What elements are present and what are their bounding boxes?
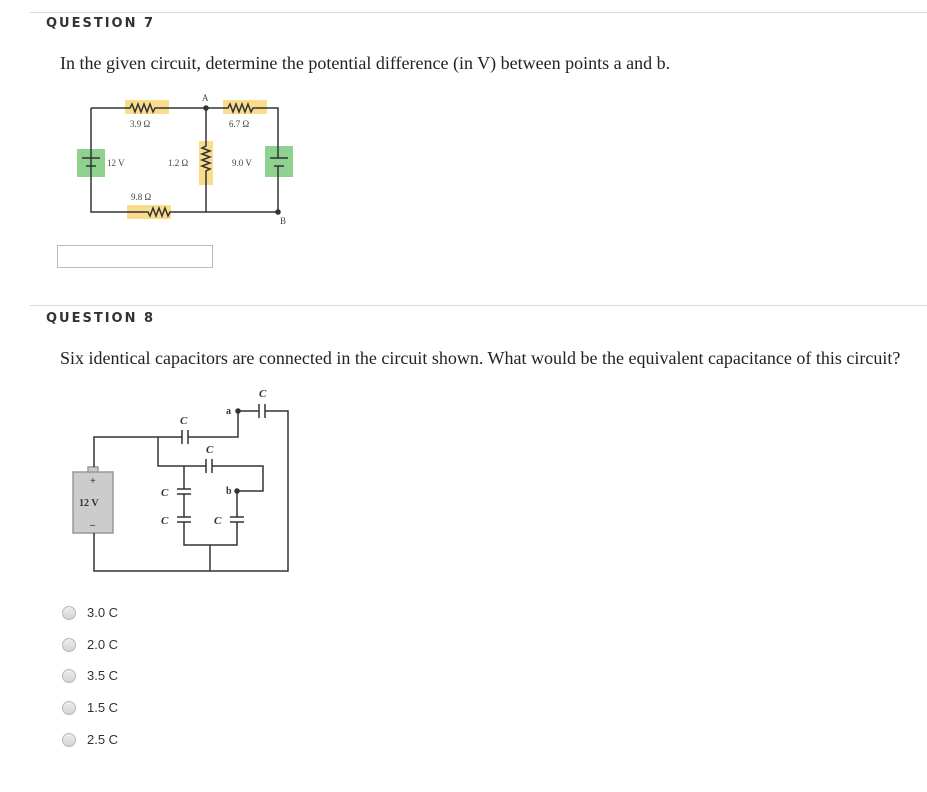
- capacitor-label: C: [161, 487, 169, 499]
- capacitor: [177, 516, 191, 523]
- option-label: 3.0 C: [87, 605, 119, 620]
- capacitor: [205, 459, 213, 473]
- resistor-label: 9.8 Ω: [131, 192, 152, 202]
- resistor-highlight: [199, 141, 213, 185]
- radio-button[interactable]: [62, 700, 76, 715]
- resistor-label: 1.2 Ω: [168, 158, 189, 168]
- option-1-5c[interactable]: 1.5 C: [62, 700, 118, 715]
- resistor-highlight: [127, 205, 171, 219]
- question-8-heading: QUESTION 8: [46, 311, 156, 326]
- middle-resistor: [199, 108, 213, 212]
- resistor-label: 6.7 Ω: [229, 119, 250, 129]
- battery-plus: +: [90, 476, 96, 487]
- point-label: A: [202, 93, 209, 103]
- top-wire: [91, 101, 279, 158]
- capacitor: [181, 430, 189, 444]
- battery-highlight: [265, 146, 293, 177]
- radio-button[interactable]: [62, 605, 76, 620]
- option-label: 2.0 C: [87, 637, 119, 652]
- battery-9v-symbol: [270, 157, 288, 167]
- radio-button[interactable]: [62, 637, 76, 652]
- divider: [30, 12, 927, 13]
- option-2-5c[interactable]: 2.5 C: [62, 732, 118, 747]
- capacitor-circuit: [72, 404, 289, 572]
- option-label: 1.5 C: [87, 700, 119, 715]
- resistor-circuit: [77, 100, 293, 219]
- question-7-heading: QUESTION 7: [46, 16, 156, 31]
- battery-label: 12 V: [79, 498, 99, 509]
- capacitor-label: C: [161, 515, 169, 527]
- capacitor-label: C: [180, 415, 188, 427]
- capacitor: [230, 516, 244, 523]
- option-label: 3.5 C: [87, 668, 119, 683]
- battery-body: [72, 471, 114, 534]
- radio-button[interactable]: [62, 668, 76, 683]
- point-label: b: [226, 486, 232, 497]
- bottom-wire: [90, 166, 279, 219]
- point-label: B: [280, 216, 286, 226]
- capacitor-label: C: [206, 444, 214, 456]
- capacitor: [177, 488, 191, 495]
- radio-button[interactable]: [62, 732, 76, 747]
- inner-wire: [157, 437, 264, 492]
- option-2-0c[interactable]: 2.0 C: [62, 637, 118, 652]
- outer-wire: [93, 410, 289, 572]
- option-3-5c[interactable]: 3.5 C: [62, 668, 118, 683]
- lower-wire: [183, 466, 238, 571]
- battery-12v-symbol: [82, 157, 100, 167]
- question-7-text: In the given circuit, determine the pote…: [60, 53, 671, 73]
- divider: [30, 305, 927, 306]
- capacitor-label: C: [259, 388, 267, 400]
- capacitor: [258, 404, 266, 418]
- point-label: a: [226, 406, 231, 417]
- question-8-text: Six identical capacitors are connected i…: [60, 348, 901, 368]
- battery-label: 12 V: [107, 158, 125, 168]
- option-label: 2.5 C: [87, 732, 119, 747]
- battery-minus: –: [89, 520, 96, 531]
- capacitor-label: C: [214, 515, 222, 527]
- battery-label: 9.0 V: [232, 158, 252, 168]
- answer-input[interactable]: [57, 245, 213, 268]
- option-3-0c[interactable]: 3.0 C: [62, 605, 118, 620]
- battery-terminal: [87, 466, 99, 473]
- resistor-label: 3.9 Ω: [130, 119, 151, 129]
